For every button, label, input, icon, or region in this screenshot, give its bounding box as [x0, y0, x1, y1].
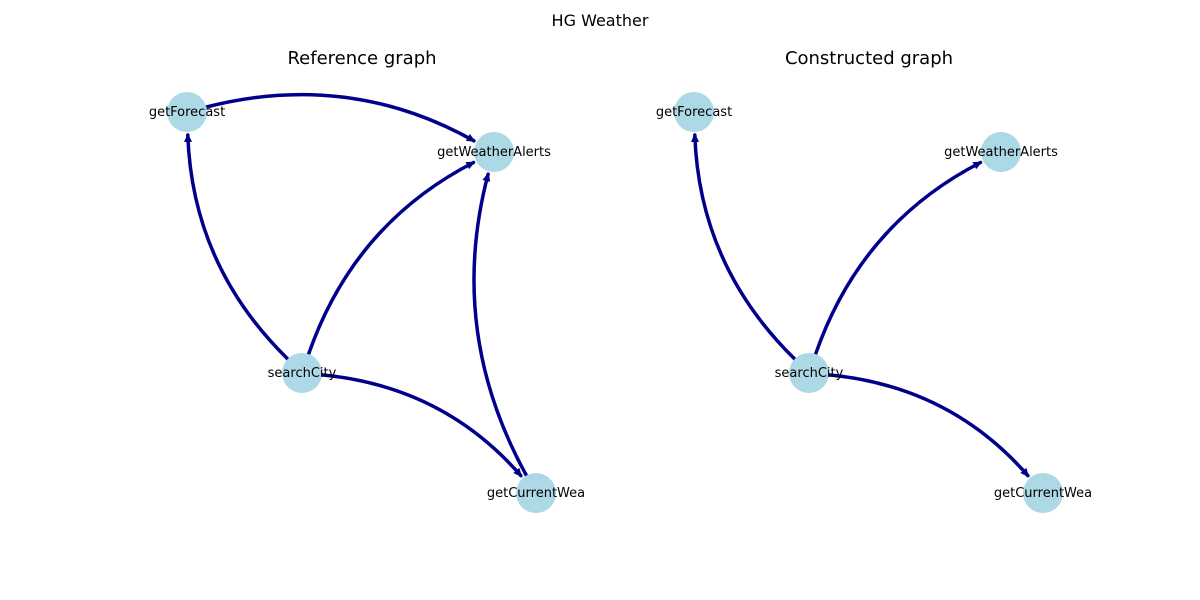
edge-searchcity-to-getcurrentwea: [827, 373, 1030, 478]
node-searchcity: searchCity: [268, 353, 337, 393]
node-getcurrentwea: getCurrentWea: [487, 473, 585, 513]
node-searchcity: searchCity: [775, 353, 844, 393]
node-label: searchCity: [268, 366, 337, 381]
node-getcurrentwea: getCurrentWea: [994, 473, 1092, 513]
node-label: getWeatherAlerts: [437, 145, 551, 160]
node-label: getCurrentWea: [994, 486, 1092, 501]
node-getweatheralerts: getWeatherAlerts: [944, 132, 1058, 172]
node-circle: [282, 353, 322, 393]
edge-layer-constructed: [691, 133, 1030, 478]
node-getweatheralerts: getWeatherAlerts: [437, 132, 551, 172]
node-getforecast: getForecast: [149, 92, 225, 132]
node-label: getCurrentWea: [487, 486, 585, 501]
edge-searchcity-to-getforecast: [691, 133, 797, 361]
node-label: getForecast: [149, 105, 225, 120]
node-label: searchCity: [775, 366, 844, 381]
node-circle: [167, 92, 207, 132]
node-circle: [516, 473, 556, 513]
node-circle: [474, 132, 514, 172]
panel-constructed: Constructed graph getForecast getWeatherA…: [656, 48, 1092, 513]
node-circle: [1023, 473, 1063, 513]
edge-searchcity-to-getweatheralerts: [306, 160, 476, 356]
panel-title-reference: Reference graph: [287, 48, 436, 69]
node-label: getForecast: [656, 105, 732, 120]
node-layer-constructed: getForecast getWeatherAlerts searchCity get…: [656, 92, 1092, 513]
edge-layer-reference: [184, 92, 529, 478]
node-layer-reference: getForecast getWeatherAlerts searchCity get…: [149, 92, 585, 513]
panel-reference: Reference graph getForecast getWeatherAle…: [149, 48, 585, 513]
node-circle: [981, 132, 1021, 172]
edge-searchcity-to-getforecast: [184, 133, 290, 361]
edge-searchcity-to-getweatheralerts: [813, 160, 983, 356]
node-circle: [789, 353, 829, 393]
figure-suptitle: HG Weather: [552, 11, 649, 30]
edge-getcurrentwea-to-getweatheralerts: [472, 172, 529, 478]
node-getforecast: getForecast: [656, 92, 732, 132]
node-label: getWeatherAlerts: [944, 145, 1058, 160]
node-circle: [674, 92, 714, 132]
edge-searchcity-to-getcurrentwea: [320, 373, 523, 478]
edge-getforecast-to-getweatheralerts: [204, 92, 476, 143]
panel-title-constructed: Constructed graph: [785, 48, 953, 69]
